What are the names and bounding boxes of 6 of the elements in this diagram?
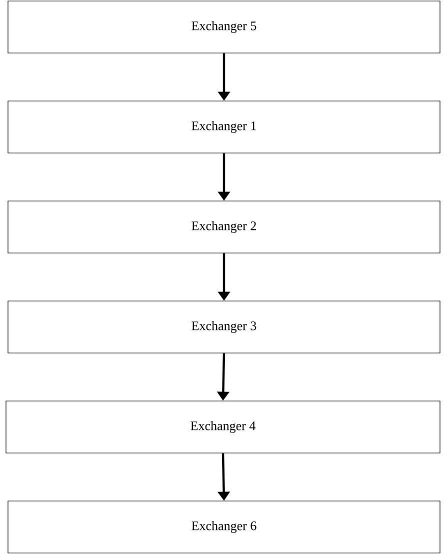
process-box: Exchanger 3 (8, 300, 440, 354)
process-box: Exchanger 1 (8, 100, 440, 154)
process-box: Exchanger 5 (8, 0, 440, 54)
process-box: Exchanger 6 (8, 500, 440, 554)
process-box: Exchanger 4 (6, 400, 440, 454)
process-box: Exchanger 2 (8, 200, 440, 254)
